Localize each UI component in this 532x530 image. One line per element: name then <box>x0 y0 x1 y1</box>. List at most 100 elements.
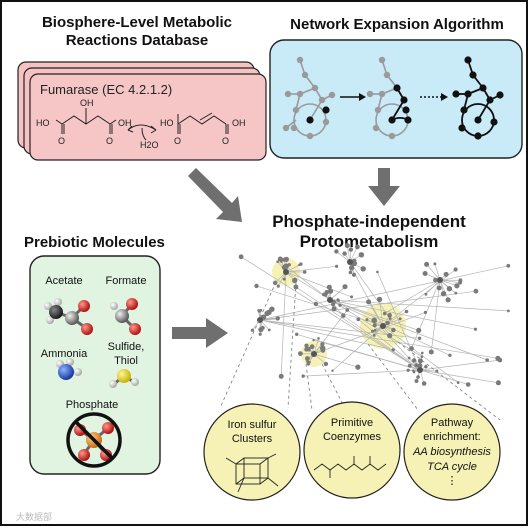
network-node <box>313 301 319 307</box>
network-node <box>278 373 284 379</box>
network-edge <box>259 319 394 351</box>
network-node <box>341 313 346 318</box>
hydration-arrow <box>127 124 157 141</box>
inset-2-line2: Coenzymes <box>323 431 382 443</box>
network-node <box>433 277 438 283</box>
fumarate-structure <box>177 112 229 134</box>
inset-3-line2: enrichment: <box>423 431 480 443</box>
network-node <box>458 280 462 285</box>
network-node <box>266 309 272 315</box>
network-node <box>324 290 330 295</box>
svg-text:O: O <box>174 136 181 146</box>
network-hub-node <box>347 259 353 265</box>
database-title-line2: Reactions Database <box>65 32 209 49</box>
label-ammonia: Ammonia <box>41 348 88 360</box>
network-node <box>267 328 271 332</box>
network-node <box>257 309 260 312</box>
network-edge <box>329 299 419 331</box>
network-hub-node <box>380 323 386 329</box>
network-node <box>407 363 412 368</box>
network-node <box>417 336 422 340</box>
network-node <box>373 328 377 332</box>
network-node <box>283 256 289 262</box>
network-node <box>507 309 510 313</box>
network-node <box>456 381 460 385</box>
network-node <box>409 346 414 351</box>
network-node <box>414 363 419 368</box>
network-node <box>343 285 347 289</box>
network-node <box>320 342 325 347</box>
result-title-line1: Phosphate-independent <box>272 212 466 231</box>
inset-3-line4: TCA cycle <box>427 461 477 473</box>
svg-text:O: O <box>106 136 113 146</box>
network-node <box>411 358 417 363</box>
network-node <box>295 332 299 336</box>
inset-projection-lines <box>219 281 501 421</box>
network-node <box>331 306 337 312</box>
database-title: Biosphere-Level Metabolic Reactions Data… <box>12 14 262 50</box>
network-node <box>356 317 361 322</box>
network-node <box>448 353 452 357</box>
network-node <box>258 332 262 336</box>
network-node <box>260 325 265 330</box>
network-node <box>420 355 424 359</box>
network-node <box>416 327 422 333</box>
network-node <box>365 318 369 322</box>
network-node <box>417 363 423 368</box>
network-edge <box>295 286 421 371</box>
label-phosphate: Phosphate <box>66 399 119 411</box>
network-node <box>416 375 420 379</box>
network-node <box>309 344 315 350</box>
network-edge <box>259 319 420 339</box>
svg-text:O: O <box>58 136 65 146</box>
database-card-stack <box>17 61 267 161</box>
reaction-label: Fumarase (EC 4.2.1.2) <box>40 82 172 97</box>
network-node <box>280 260 283 263</box>
network-edge <box>384 279 441 314</box>
network-node <box>423 310 427 314</box>
network-edge <box>426 264 441 281</box>
network-edge <box>382 318 401 327</box>
network-edge <box>256 285 384 327</box>
network-node <box>304 343 309 348</box>
network-node <box>334 249 339 254</box>
network-node <box>465 382 471 387</box>
network-node <box>372 323 377 328</box>
label-formate: Formate <box>106 275 147 287</box>
network-edge <box>329 299 509 312</box>
network-node <box>275 316 280 321</box>
network-edge <box>240 256 421 371</box>
network-node <box>376 270 379 274</box>
network-node <box>298 263 301 267</box>
network-node <box>387 333 393 339</box>
network-edge <box>329 299 476 330</box>
svg-text:OH: OH <box>80 98 94 108</box>
network-node <box>283 263 289 269</box>
database-title-line1: Biosphere-Level Metabolic <box>41 14 233 31</box>
flow-arrows <box>172 168 400 348</box>
network-node <box>342 251 347 256</box>
network-node <box>391 348 395 352</box>
network-node <box>337 299 340 302</box>
network-node <box>454 291 458 295</box>
network-node <box>443 271 449 277</box>
network-node <box>348 270 353 275</box>
prebiotic-title: Prebiotic Molecules <box>24 234 165 251</box>
network-node <box>355 364 361 370</box>
network-node <box>305 356 310 361</box>
network-node <box>293 284 299 290</box>
network-node <box>355 244 360 250</box>
network-node <box>371 329 374 333</box>
network-edge <box>329 299 451 356</box>
network-node <box>366 299 372 305</box>
network-graph-1 <box>282 56 336 140</box>
result-title: Phosphate-independent Protometabolism <box>238 212 500 253</box>
inset-labels: Iron sulfur Clusters Primitive Coenzymes… <box>228 417 492 487</box>
network-node <box>428 349 434 355</box>
network-node <box>385 320 390 326</box>
network-edge <box>329 286 346 301</box>
network-edge <box>439 279 449 300</box>
network-node <box>349 265 355 271</box>
network-edge <box>303 369 421 377</box>
